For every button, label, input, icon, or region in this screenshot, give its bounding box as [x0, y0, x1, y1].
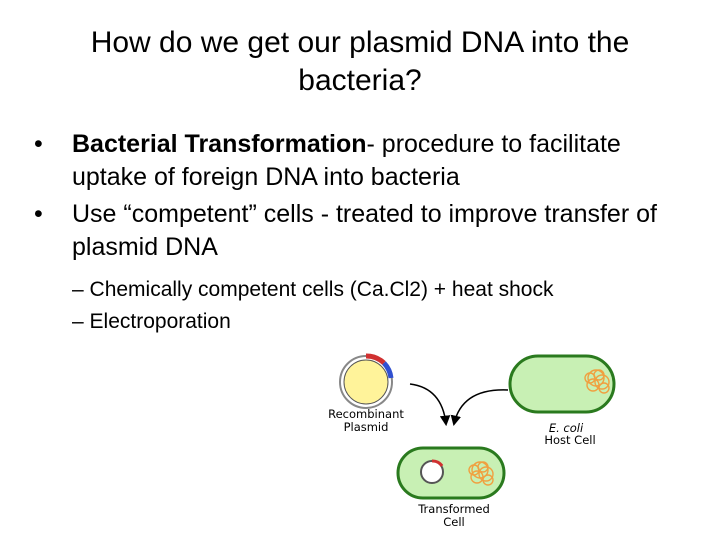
- bullet-item: • Bacterial Transformation- procedure to…: [28, 128, 688, 194]
- bullet-item: • Use “competent” cells - treated to imp…: [28, 198, 688, 264]
- ecoli-chromosome: [584, 369, 610, 394]
- sub-bullet-text: Electroporation: [89, 310, 231, 333]
- transformed-chromosome: [468, 461, 494, 486]
- bullet-list: • Bacterial Transformation- procedure to…: [28, 128, 688, 338]
- sub-bullet-marker: –: [72, 278, 84, 301]
- transformed-cell: [396, 446, 506, 500]
- arrow-from-plasmid: [409, 383, 451, 427]
- bullet-bold-term: Bacterial Transformation: [72, 130, 367, 158]
- plasmid-insert-blue: [382, 361, 394, 379]
- sub-bullet-marker: –: [72, 310, 84, 333]
- plasmid-insert-red: [365, 353, 386, 365]
- bullet-text: - procedure to facilitate uptake of fore…: [72, 130, 621, 191]
- sub-bullet-item: – Chemically competent cells (Ca.Cl2) + …: [28, 274, 688, 306]
- ecoli-membrane: [508, 354, 616, 414]
- transformed-membrane: [396, 446, 506, 500]
- transformed-label-2: Cell: [443, 515, 465, 529]
- plasmid-label-2: Plasmid: [344, 420, 389, 434]
- title-line-2: bacteria?: [298, 64, 422, 97]
- plasmid-fill: [343, 359, 389, 405]
- transformed-label-1: Transformed: [417, 502, 490, 516]
- recombinant-plasmid: [339, 353, 394, 409]
- sub-bullet-item: – Electroporation: [28, 306, 688, 338]
- arrow-from-ecoli: [450, 389, 509, 427]
- ecoli-host-cell: [508, 354, 616, 414]
- plasmid-label-1: Recombinant: [328, 407, 404, 421]
- ecoli-label-2: Host Cell: [544, 433, 595, 447]
- transformed-plasmid-insert: [431, 459, 444, 467]
- ecoli-label-1: E. coli: [549, 421, 584, 435]
- slide-title: How do we get our plasmid DNA into the b…: [40, 24, 680, 100]
- bullet-text: Use “competent” cells - treated to impro…: [72, 200, 657, 261]
- transformation-diagram: Recombinant Plasmid E. coli Host Cell Tr…: [328, 353, 616, 529]
- sub-bullet-list: – Chemically competent cells (Ca.Cl2) + …: [28, 274, 688, 338]
- bullet-marker: •: [34, 200, 43, 228]
- title-line-1: How do we get our plasmid DNA into the: [90, 26, 630, 59]
- sub-bullet-text: Chemically competent cells (Ca.Cl2) + he…: [89, 278, 554, 301]
- bullet-marker: •: [34, 130, 43, 158]
